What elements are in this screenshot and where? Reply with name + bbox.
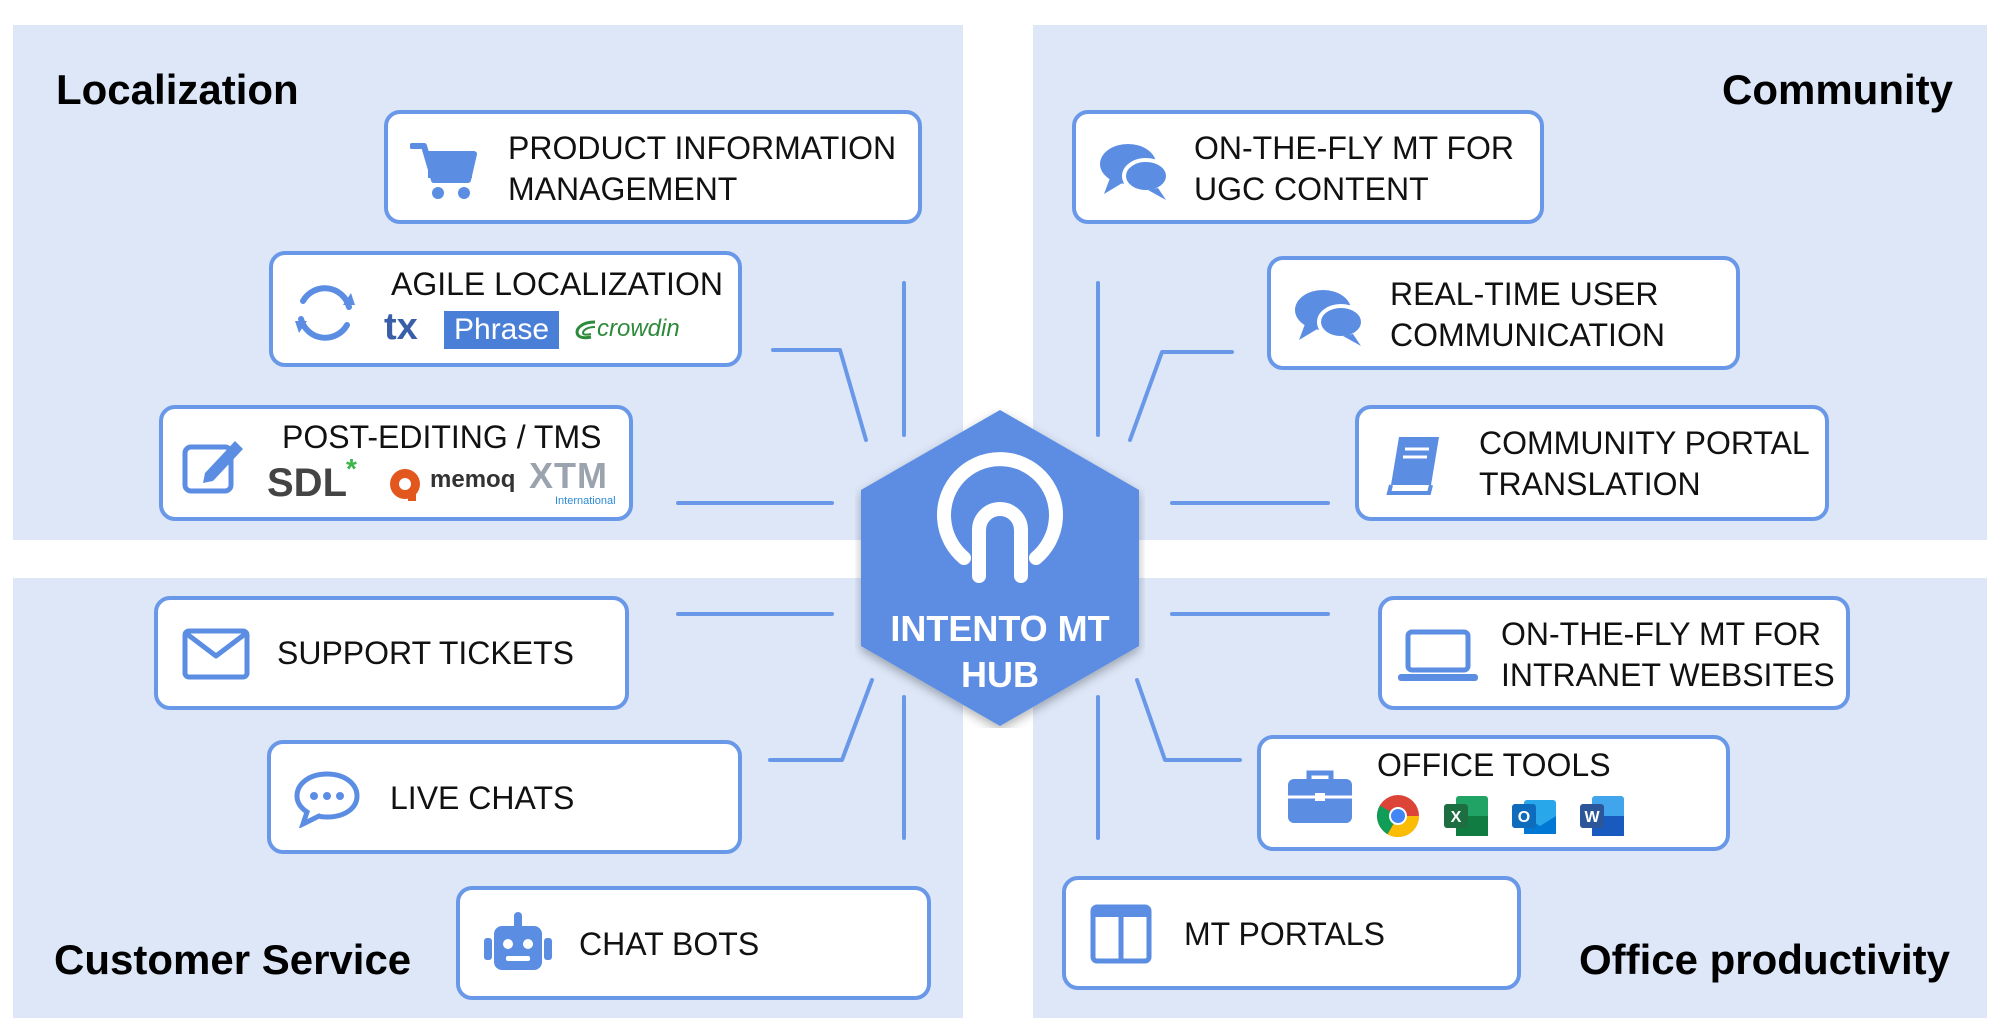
realtime-label-line2: COMMUNICATION (1390, 317, 1665, 353)
hub-hexagon[interactable] (855, 408, 1145, 728)
speech-bubble-icon (294, 771, 360, 828)
agile-localization-card[interactable]: AGILE LOCALIZATION tx Phrase crowdin (269, 251, 742, 367)
excel-letter: X (1451, 809, 1462, 826)
memoq-mark-icon (390, 469, 420, 501)
edit-icon (182, 441, 243, 494)
word-icon: W (1580, 796, 1624, 836)
portal-label-line1: COMMUNITY PORTAL (1479, 425, 1810, 461)
xtm-international-text: International (555, 495, 616, 507)
support-tickets-label: SUPPORT TICKETS (277, 635, 574, 671)
realtime-label-line1: REAL-TIME USER (1390, 276, 1659, 312)
columns-icon (1090, 904, 1152, 964)
memoq-logo: memoq (430, 466, 516, 493)
outlook-letter: O (1518, 809, 1530, 826)
mt-portals-card[interactable]: MT PORTALS (1062, 876, 1521, 990)
portal-label-line2: TRANSLATION (1479, 466, 1701, 502)
hub-label-line1: INTENTO MT (890, 608, 1110, 649)
community-title: Community (1722, 66, 1953, 113)
connector-agile (771, 348, 868, 442)
mt-portals-label: MT PORTALS (1184, 916, 1385, 952)
live-chats-label: LIVE CHATS (390, 780, 575, 816)
localization-title: Localization (56, 66, 299, 113)
excel-icon: X (1444, 796, 1488, 836)
sdl-star-icon: * (346, 453, 357, 484)
pim-label-line2: MANAGEMENT (508, 171, 738, 207)
chat-bubbles-icon (1295, 290, 1365, 346)
pim-label-line1: PRODUCT INFORMATION (508, 130, 897, 166)
crowdin-logo: crowdin (597, 315, 680, 342)
word-letter: W (1584, 809, 1600, 826)
chat-bubbles-icon (1100, 144, 1170, 200)
agile-label: AGILE LOCALIZATION (391, 266, 723, 302)
intranet-label-line1: ON-THE-FLY MT FOR (1501, 616, 1821, 652)
xtm-logo: XTM (529, 455, 608, 496)
customer-service-title: Customer Service (54, 936, 412, 983)
support-tickets-card[interactable]: SUPPORT TICKETS (154, 596, 629, 710)
hub-label-line2: HUB (961, 654, 1039, 695)
chat-bots-card[interactable]: CHAT BOTS (456, 886, 931, 1000)
shopping-cart-icon (410, 143, 477, 199)
crowdin-mark-icon (575, 320, 596, 340)
office-productivity-title: Office productivity (1578, 936, 1950, 983)
chrome-icon (1376, 795, 1419, 838)
outlook-icon: O (1512, 800, 1556, 834)
product-information-management-card[interactable]: PRODUCT INFORMATION MANAGEMENT (384, 110, 922, 224)
ugc-label-line1: ON-THE-FLY MT FOR (1194, 130, 1514, 166)
book-icon (1386, 437, 1439, 495)
robot-icon (484, 912, 552, 970)
live-chats-card[interactable]: LIVE CHATS (267, 740, 742, 854)
laptop-icon (1398, 629, 1478, 681)
post-editing-label: POST-EDITING / TMS (282, 419, 602, 455)
phrase-logo: Phrase (444, 311, 560, 349)
intento-logo-icon (937, 452, 1063, 583)
post-editing-tms-card[interactable]: POST-EDITING / TMS SDL * memoq XTM Inter… (159, 405, 633, 521)
ugc-label-line2: UGC CONTENT (1194, 171, 1429, 207)
sdl-logo: SDL (267, 461, 347, 505)
envelope-icon (182, 628, 250, 680)
connector-realtime (1128, 350, 1234, 442)
tx-logo: tx (384, 306, 418, 348)
office-tools-card[interactable]: OFFICE TOOLS X O W (1257, 735, 1730, 851)
connector-office-tools (1135, 678, 1242, 762)
intranet-websites-card[interactable]: ON-THE-FLY MT FOR INTRANET WEBSITES (1378, 596, 1850, 710)
connector-live-chats (768, 678, 874, 762)
real-time-user-communication-card[interactable]: REAL-TIME USER COMMUNICATION (1267, 256, 1740, 370)
ugc-content-card[interactable]: ON-THE-FLY MT FOR UGC CONTENT (1072, 110, 1544, 224)
community-portal-translation-card[interactable]: COMMUNITY PORTAL TRANSLATION (1355, 405, 1829, 521)
intranet-label-line2: INTRANET WEBSITES (1501, 657, 1835, 693)
briefcase-icon (1288, 770, 1352, 823)
office-tools-label: OFFICE TOOLS (1377, 747, 1611, 783)
chat-bots-label: CHAT BOTS (579, 926, 760, 962)
sync-icon (295, 285, 355, 341)
